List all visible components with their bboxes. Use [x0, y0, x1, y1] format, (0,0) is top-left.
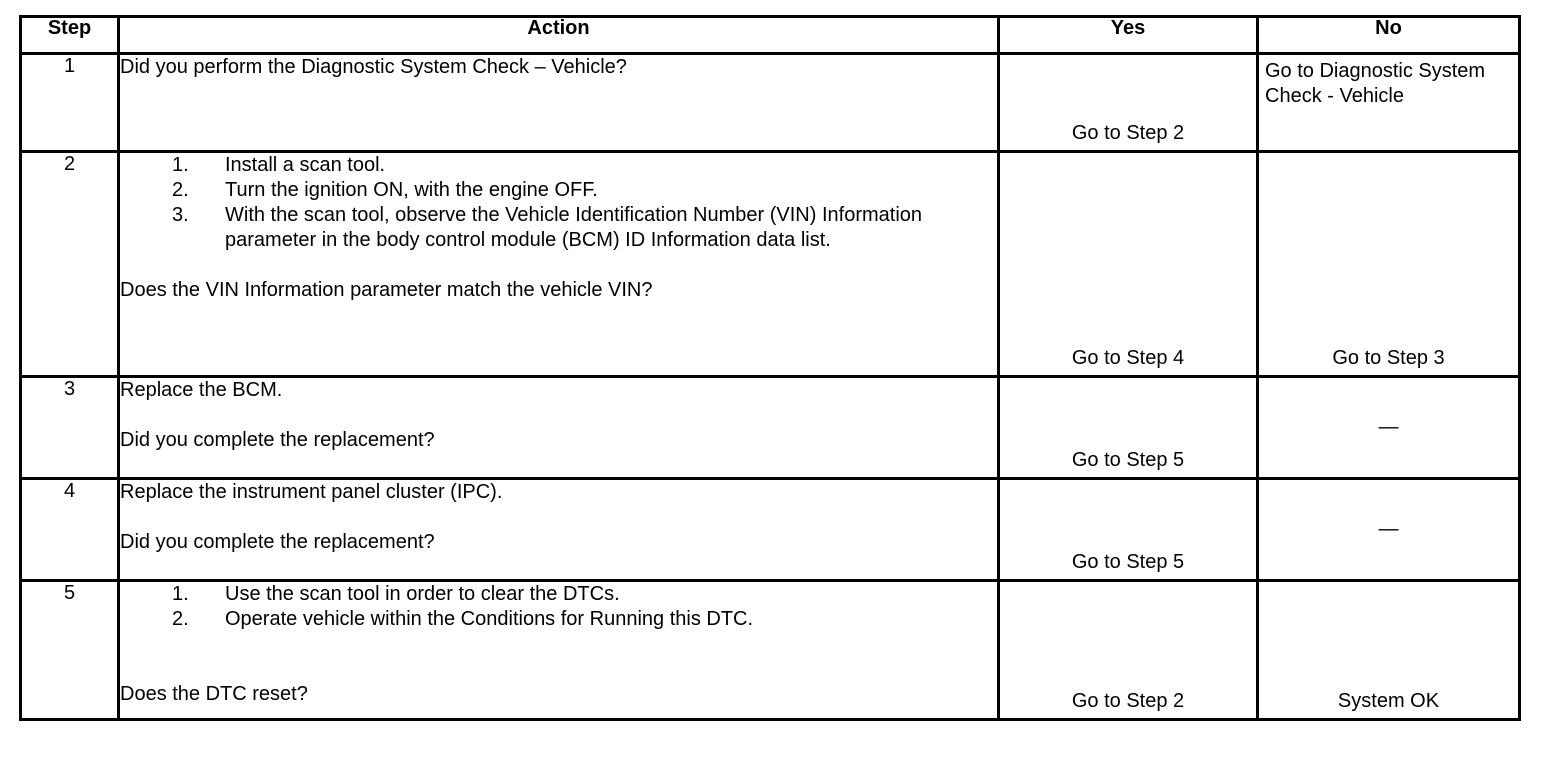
table-row: 5 1. Use the scan tool in order to clear… — [19, 579, 1521, 721]
yes-result-cell: Go to Step 2 — [997, 579, 1259, 721]
column-header-no: No — [1256, 15, 1521, 55]
list-item-text: Install a scan tool. — [225, 154, 386, 176]
no-result-cell: Go to Diagnostic System Check - Vehicle — [1256, 52, 1521, 153]
action-lead-text: Did you perform the Diagnostic System Ch… — [120, 56, 627, 78]
no-result-text: System OK — [1337, 690, 1440, 712]
action-cell: Replace the instrument panel cluster (IP… — [117, 477, 1000, 582]
list-item: 2. Turn the ignition ON, with the engine… — [120, 178, 997, 203]
action-cell: 1. Use the scan tool in order to clear t… — [117, 579, 1000, 721]
no-result-cell: Go to Step 3 — [1256, 150, 1521, 378]
step-number-cell: 3 — [19, 375, 120, 480]
table-row: 2 1. Install a scan tool. 2. Turn the ig… — [19, 150, 1521, 378]
yes-result-cell: Go to Step 5 — [997, 375, 1259, 480]
blank-spacer — [120, 505, 997, 530]
list-item: 1. Install a scan tool. — [120, 153, 997, 178]
blank-spacer — [120, 657, 997, 682]
no-result-cell: System OK — [1256, 579, 1521, 721]
diagnostic-table: Step Action Yes No 1 Did you perform the… — [19, 15, 1521, 721]
action-lead-text: Replace the BCM. — [120, 379, 283, 401]
blank-spacer — [120, 403, 997, 428]
table-row: 3 Replace the BCM. Did you complete the … — [19, 375, 1521, 480]
list-item-number: 2. — [172, 179, 189, 201]
blank-spacer — [120, 253, 997, 278]
list-item-number: 3. — [172, 204, 189, 226]
action-cell: Did you perform the Diagnostic System Ch… — [117, 52, 1000, 153]
column-header-step: Step — [19, 15, 120, 55]
yes-result-cell: Go to Step 2 — [997, 52, 1259, 153]
yes-result-cell: Go to Step 5 — [997, 477, 1259, 582]
action-cell: 1. Install a scan tool. 2. Turn the igni… — [117, 150, 1000, 378]
action-question-text: Does the DTC reset? — [120, 683, 308, 705]
yes-result-text: Go to Step 5 — [1071, 449, 1185, 471]
list-item-text: Use the scan tool in order to clear the … — [225, 583, 620, 605]
table-row: 4 Replace the instrument panel cluster (… — [19, 477, 1521, 582]
action-step-list: 1. Use the scan tool in order to clear t… — [120, 582, 997, 632]
no-result-text: Go to Diagnostic System Check - Vehicle — [1265, 60, 1486, 107]
action-question-text: Did you complete the replacement? — [120, 531, 435, 553]
table-body: 1 Did you perform the Diagnostic System … — [19, 52, 1521, 721]
action-lead-text: Replace the instrument panel cluster (IP… — [120, 481, 503, 503]
step-number-cell: 2 — [19, 150, 120, 378]
column-header-action: Action — [117, 15, 1000, 55]
step-number-cell: 5 — [19, 579, 120, 721]
no-result-text: — — [1378, 416, 1399, 438]
action-step-list: 1. Install a scan tool. 2. Turn the igni… — [120, 153, 997, 253]
yes-result-text: Go to Step 4 — [1071, 347, 1185, 369]
list-item-number: 2. — [172, 608, 189, 630]
no-result-text: — — [1378, 518, 1399, 540]
header-row: Step Action Yes No — [19, 15, 1521, 55]
list-item-text: With the scan tool, observe the Vehicle … — [225, 204, 923, 251]
action-question-text: Does the VIN Information parameter match… — [120, 279, 653, 301]
no-result-cell: — — [1256, 477, 1521, 582]
list-item-text: Operate vehicle within the Conditions fo… — [225, 608, 754, 630]
yes-result-text: Go to Step 5 — [1071, 551, 1185, 573]
action-cell: Replace the BCM. Did you complete the re… — [117, 375, 1000, 480]
table-row: 1 Did you perform the Diagnostic System … — [19, 52, 1521, 153]
blank-spacer — [120, 632, 997, 657]
step-number-cell: 1 — [19, 52, 120, 153]
step-number-cell: 4 — [19, 477, 120, 582]
no-result-text: Go to Step 3 — [1332, 347, 1445, 369]
yes-result-text: Go to Step 2 — [1071, 690, 1185, 712]
list-item-number: 1. — [172, 583, 189, 605]
table-header: Step Action Yes No — [19, 15, 1521, 55]
action-question-text: Did you complete the replacement? — [120, 429, 435, 451]
no-result-cell: — — [1256, 375, 1521, 480]
yes-result-cell: Go to Step 4 — [997, 150, 1259, 378]
list-item: 3. With the scan tool, observe the Vehic… — [120, 203, 997, 253]
column-header-yes: Yes — [997, 15, 1259, 55]
yes-result-text: Go to Step 2 — [1071, 122, 1185, 144]
list-item-number: 1. — [172, 154, 189, 176]
list-item: 2. Operate vehicle within the Conditions… — [120, 607, 997, 632]
list-item-text: Turn the ignition ON, with the engine OF… — [225, 179, 598, 201]
list-item: 1. Use the scan tool in order to clear t… — [120, 582, 997, 607]
